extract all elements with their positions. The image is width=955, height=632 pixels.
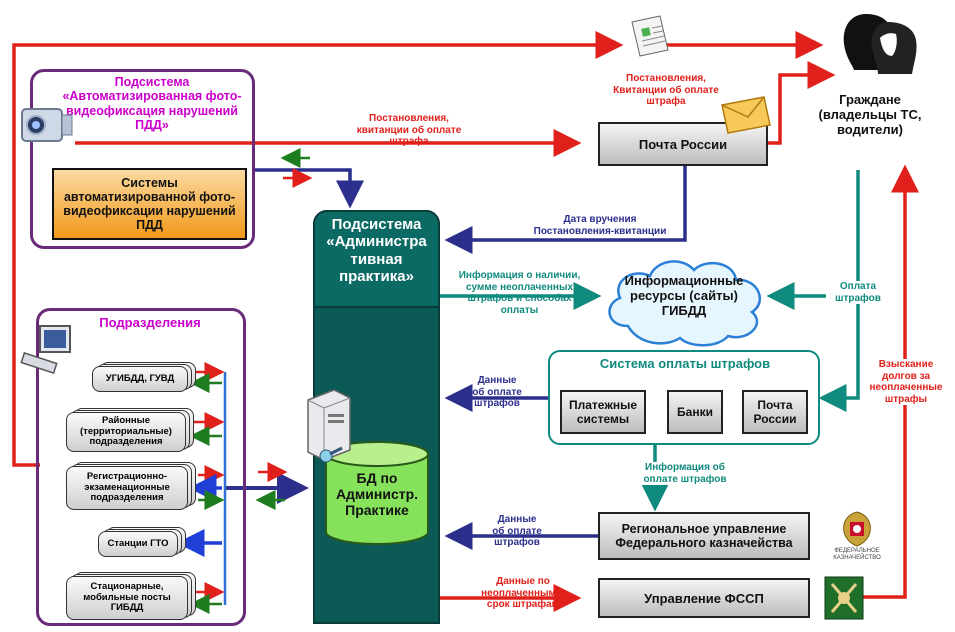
dept-district-label: Районные (территориальные) подразделения — [66, 412, 186, 452]
info-cloud — [608, 260, 762, 347]
label-payment-data-2: Данные об оплате штрафов — [492, 514, 542, 548]
camera-icon — [21, 108, 73, 142]
banks-box: Банки — [667, 390, 723, 434]
fssp-emblem-icon — [824, 576, 864, 620]
dept-ugibdd-label: УГИБДД, ГУВД — [92, 366, 188, 392]
label-info-on-fines: Информация о наличии, сумме неоплаченных… — [458, 270, 581, 316]
photo-subsystem-title: Подсистема «Автоматизированная фото-виде… — [62, 75, 242, 133]
admin-subsystem-title: Подсистема «Администра тивная практика» — [326, 216, 427, 285]
label-payment-info: Информация об оплате штрафов — [640, 462, 730, 485]
citizens-icon — [843, 14, 917, 74]
photo-subsystem-frame — [30, 69, 255, 249]
treasury-emblem-icon — [843, 511, 871, 547]
dept-ugibdd[interactable]: УГИБДД, ГУВД — [92, 362, 202, 394]
dept-registration-label: Регистрационно-экзаменационные подраздел… — [66, 466, 188, 510]
info-resources-label: Информационные ресурсы (сайты) ГИБДД — [624, 273, 744, 318]
payment-system-title: Система оплаты штрафов — [599, 356, 771, 371]
dept-district[interactable]: Районные (территориальные) подразделения — [66, 408, 196, 454]
dept-posts[interactable]: Стационарные, мобильные посты ГИБДД — [66, 572, 196, 622]
dept-posts-label: Стационарные, мобильные посты ГИБДД — [66, 576, 188, 620]
computer-icon — [20, 325, 71, 374]
dept-gto[interactable]: Станции ГТО — [98, 527, 188, 559]
document-icon — [631, 15, 669, 57]
envelope-icon — [721, 96, 771, 134]
server-icon — [307, 389, 351, 463]
payment-systems-box: Платежные системы — [560, 390, 646, 434]
admin-subsystem-header — [313, 210, 440, 308]
label-payment-data-1: Данные об оплате штрафов — [472, 375, 522, 409]
label-resolutions-to-post: Постановления, квитанции об оплате штраф… — [356, 113, 462, 147]
dept-gto-label: Станции ГТО — [98, 531, 178, 557]
treasury-logo-text: ФЕДЕРАЛЬНОЕ КАЗНАЧЕЙСТВО — [833, 548, 881, 561]
fssp-box: Управление ФССП — [598, 578, 810, 618]
label-delivery-date: Дата вручения Постановления-квитанции — [533, 214, 667, 237]
database-label: БД по Администр. Практике — [335, 470, 419, 519]
dept-registration[interactable]: Регистрационно-экзаменационные подраздел… — [66, 462, 196, 512]
citizens-label: Граждане (владельцы ТС, водители) — [818, 92, 922, 137]
departments-frame — [36, 308, 246, 626]
departments-title: Подразделения — [99, 315, 201, 330]
treasury-box: Региональное управление Федерального каз… — [598, 512, 810, 560]
label-fine-payment: Оплата штрафов — [826, 281, 890, 304]
label-resolutions-to-citizens: Постановления, Квитанции об оплате штраф… — [613, 73, 719, 107]
post-russia-payment-box: Почта России — [742, 390, 808, 434]
label-unpaid-data: Данные по неоплаченным в срок штрафам — [481, 576, 565, 610]
label-debt-collection: Взыскание долгов за неоплаченные штрафы — [866, 359, 946, 405]
photo-systems-box: Системы автоматизированной фото-видеофик… — [52, 168, 247, 240]
